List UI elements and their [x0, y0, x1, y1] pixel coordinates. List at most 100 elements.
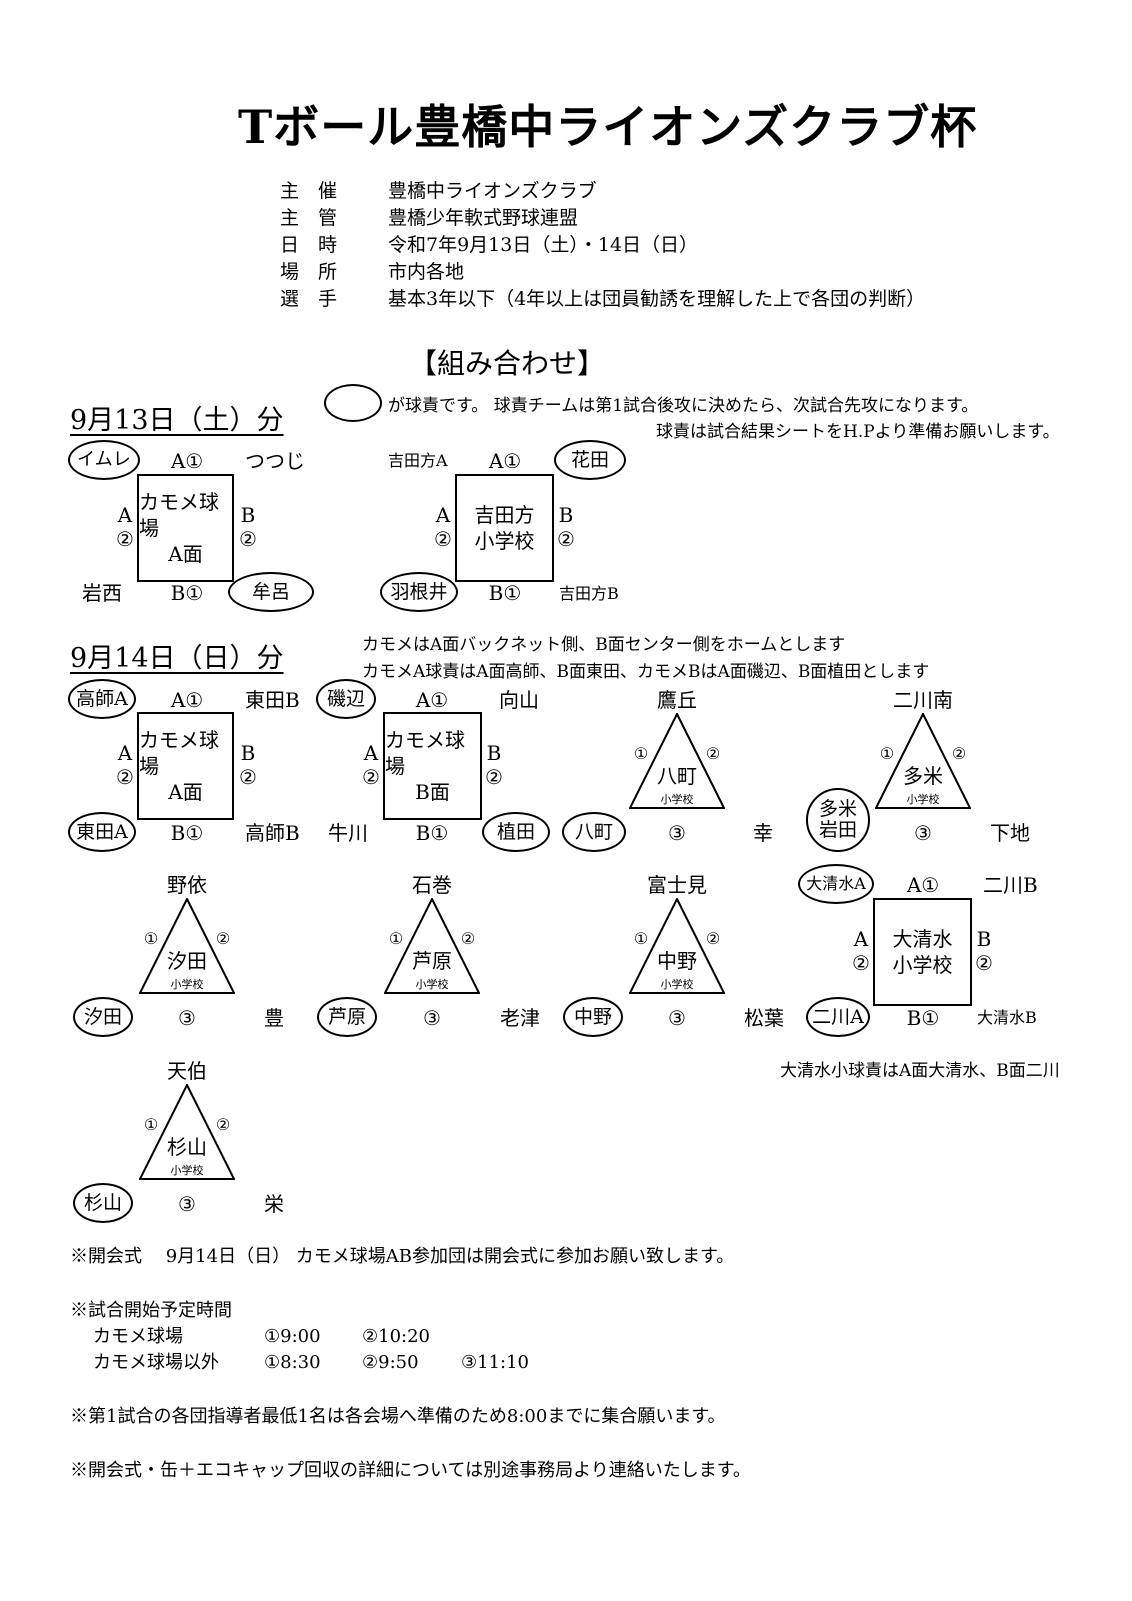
team-d2-tenpaku: 天伯 [167, 1059, 207, 1083]
team-d2-isobe: 磯辺 [316, 679, 376, 719]
team-d2-futagawaminami: 二川南 [893, 688, 953, 712]
start-time-other-2: ②9:50 [362, 1352, 419, 1373]
venue-triangle [384, 898, 480, 994]
slot-a1: A① [170, 688, 204, 712]
slot-1: ① [143, 929, 159, 948]
venue-triangle [139, 898, 235, 994]
day2-date: 9月14日（日）分 [70, 643, 284, 674]
slot-b2-number: ② [485, 765, 503, 789]
slot-b1: B① [415, 821, 449, 845]
team-d2-oshimizu-a: 大清水A [798, 864, 874, 904]
start-time-other-label: カモメ球場以外 [93, 1352, 219, 1373]
slot-b1: B① [906, 1006, 940, 1030]
venue-triangle [629, 713, 725, 809]
venue-triangle [139, 1084, 235, 1180]
team-d2-nakano: 中野 [563, 997, 623, 1037]
venue-name: 八町 [657, 764, 697, 788]
venue-box: カモメ球場 A面 [137, 474, 234, 582]
slot-a2-letter: A [435, 503, 451, 527]
slot-a2-letter: A [853, 927, 869, 951]
team-d2-matsuba: 松葉 [744, 1006, 784, 1030]
legend-oval [324, 384, 382, 422]
slot-a2-letter: A [363, 741, 379, 765]
venue-sub: B面 [415, 780, 450, 804]
team-d2-takashi-a: 高師A [68, 679, 136, 719]
info-value-place: 市内各地 [388, 261, 465, 283]
venue-name: 杉山 [167, 1135, 207, 1159]
venue-sub: 小学校 [892, 953, 953, 977]
team-d2-hatcho: 八町 [562, 812, 626, 852]
slot-1: ① [388, 929, 404, 948]
slot-a2-number: ② [116, 765, 134, 789]
slot-3: ③ [668, 1006, 686, 1030]
slot-b2-number: ② [975, 951, 993, 975]
slot-3: ③ [178, 1192, 196, 1216]
slot-b2-letter: B [240, 741, 256, 765]
venue-sub: 小学校 [170, 978, 204, 991]
venue-box: カモメ球場 B面 [383, 712, 482, 820]
venue-name: 吉田方 [474, 503, 535, 527]
slot-b2-number: ② [239, 527, 257, 551]
team-d2-ashihara: 芦原 [317, 997, 377, 1037]
team-d2-mukaiyama: 向山 [499, 688, 539, 712]
venue-sub: 小学校 [660, 978, 694, 991]
slot-3: ③ [178, 1006, 196, 1030]
info-value-host: 豊橋中ライオンズクラブ [388, 180, 597, 202]
team-d2-shioda: 汐田 [73, 997, 133, 1037]
legend-note-sheet: 球責は試合結果シートをH.Pより準備お願いします。 [656, 422, 1060, 442]
team-d2-tame-iwata: 多米 岩田 [806, 788, 870, 852]
team-d2-oshimizu-b: 大清水B [977, 1008, 1037, 1027]
oshimizu-note: 大清水小球責はA面大清水、B面二川 [780, 1061, 1060, 1081]
venue-name: カモメ球場 [385, 728, 465, 778]
slot-2: ② [215, 929, 231, 948]
slot-a1: A① [170, 449, 204, 473]
slot-a2-letter: A [117, 741, 133, 765]
slot-a2-number: ② [116, 527, 134, 551]
slot-a1: A① [415, 688, 449, 712]
slot-a1: A① [906, 873, 940, 897]
slot-b2-letter: B [486, 741, 502, 765]
info-label-host: 主 催 [280, 180, 338, 202]
venue-name: 大清水 [892, 927, 953, 951]
team-d2-sakae: 栄 [264, 1192, 284, 1216]
venue-sub: 小学校 [474, 529, 535, 553]
venue-sub: A面 [168, 780, 203, 804]
team-d1-hanada: 花田 [554, 440, 626, 480]
info-value-date: 令和7年9月13日（土）・14日（日） [388, 234, 699, 256]
collection-note: ※開会式・缶＋エコキャップ回収の詳細については別途事務局より連絡いたします。 [70, 1460, 751, 1481]
slot-1: ① [633, 929, 649, 948]
slot-a2-letter: A [117, 503, 133, 527]
info-label-players: 選 手 [280, 288, 338, 310]
slot-b2-letter: B [976, 927, 992, 951]
slot-1: ① [879, 744, 895, 763]
venue-name: 汐田 [167, 949, 207, 973]
team-d1-yoshidagata-a: 吉田方A [388, 451, 448, 470]
start-time-other-3: ③11:10 [461, 1352, 530, 1373]
day2-note-responsible: カモメA球責はA面高師、B面東田、カモメBはA面磯辺、B面植田とします [362, 662, 930, 682]
venue-sub: 小学校 [906, 793, 940, 806]
slot-3: ③ [423, 1006, 441, 1030]
venue-sub: 小学校 [660, 793, 694, 806]
slot-2: ② [460, 929, 476, 948]
start-time-kamome-label: カモメ球場 [93, 1326, 183, 1347]
venue-box: 吉田方 小学校 [455, 474, 554, 582]
team-d2-ueda: 植田 [482, 812, 550, 852]
venue-name: 芦原 [412, 949, 452, 973]
team-d2-higashida-b: 東田B [245, 688, 300, 712]
team-d1-hanei: 羽根井 [380, 572, 458, 612]
venue-box: 大清水 小学校 [873, 898, 972, 1006]
slot-b2-number: ② [239, 765, 257, 789]
team-d2-tame: 多米 [818, 798, 857, 821]
venue-sub: A面 [168, 542, 203, 566]
slot-2: ② [951, 744, 967, 763]
venue-name: カモメ球場 [139, 728, 219, 778]
venue-triangle [629, 898, 725, 994]
team-d2-takaoka: 鷹丘 [657, 688, 697, 712]
team-d2-higashida-a: 東田A [68, 812, 136, 852]
team-d1-tsutsuji: つつじ [245, 449, 305, 473]
team-d2-futagawa-b: 二川B [983, 873, 1038, 897]
slot-3: ③ [914, 821, 932, 845]
slot-a2-number: ② [434, 527, 452, 551]
team-d2-miyuki: 幸 [753, 821, 773, 845]
slot-2: ② [215, 1115, 231, 1134]
